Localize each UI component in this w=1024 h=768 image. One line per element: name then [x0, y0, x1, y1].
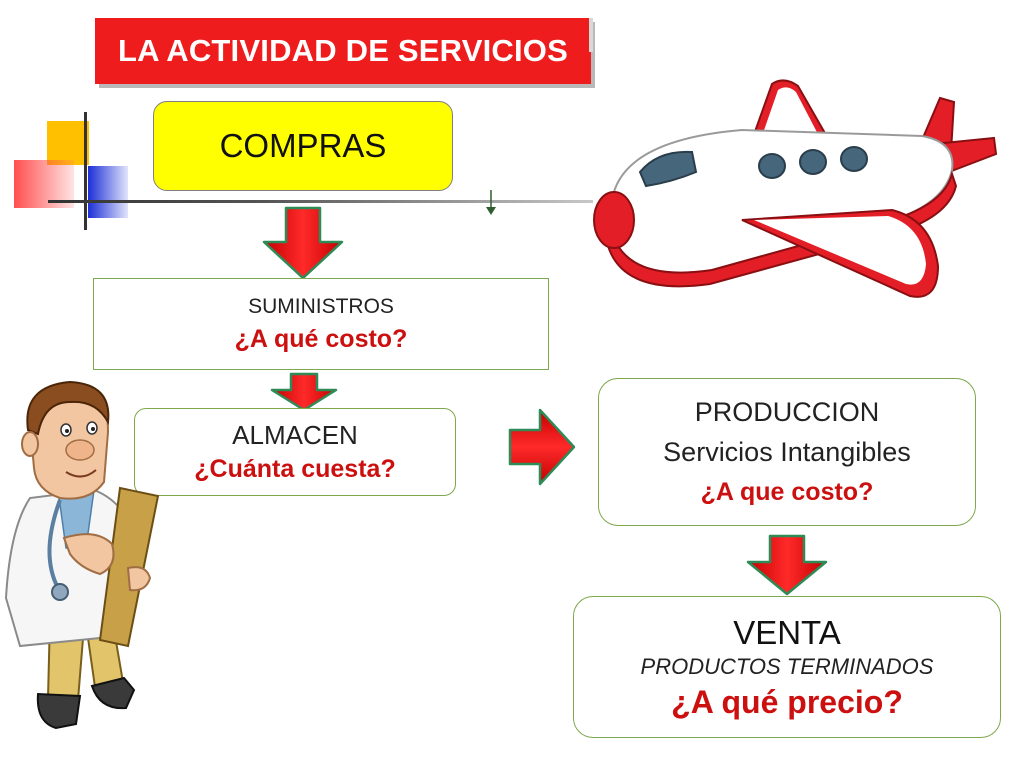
small-down-arrow-icon: [486, 190, 496, 215]
airplane-icon: [593, 79, 998, 298]
venta-sublabel: PRODUCTOS TERMINADOS: [640, 653, 934, 679]
arrow-right-icon: [508, 408, 576, 486]
title-edge: [589, 18, 593, 52]
divider-line: [48, 200, 593, 203]
produccion-label: PRODUCCION: [694, 397, 880, 427]
decorative-squares: [0, 0, 160, 240]
produccion-question: ¿A que costo?: [700, 478, 874, 506]
arrow-down-icon: [746, 534, 828, 596]
venta-label: VENTA: [733, 613, 841, 651]
arrow-down-icon: [262, 206, 344, 280]
compras-box: COMPRAS: [153, 101, 453, 191]
arrow-down-icon: [270, 372, 338, 412]
produccion-sublabel: Servicios Intangibles: [663, 437, 911, 467]
venta-question: ¿A qué precio?: [671, 683, 903, 720]
doctor-icon: [4, 380, 160, 730]
produccion-box: PRODUCCION Servicios Intangibles ¿A que …: [598, 378, 976, 526]
suministros-label: SUMINISTROS: [248, 294, 394, 318]
slide-title: LA ACTIVIDAD DE SERVICIOS: [95, 18, 591, 84]
suministros-question: ¿A qué costo?: [234, 324, 408, 353]
venta-box: VENTA PRODUCTOS TERMINADOS ¿A qué precio…: [573, 596, 1001, 738]
compras-label: COMPRAS: [219, 127, 387, 164]
almacen-box: ALMACEN ¿Cuánta cuesta?: [134, 408, 456, 496]
slide-title-text: LA ACTIVIDAD DE SERVICIOS: [118, 33, 568, 68]
suministros-box: SUMINISTROS ¿A qué costo?: [93, 278, 549, 370]
almacen-label: ALMACEN: [232, 420, 358, 450]
almacen-question: ¿Cuánta cuesta?: [194, 455, 396, 483]
